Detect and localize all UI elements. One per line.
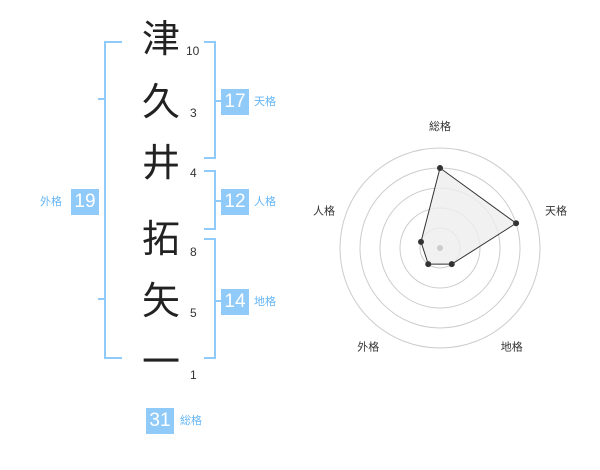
stroke-count-3: 4 (190, 166, 197, 180)
gaikaku-badge: 19 (71, 189, 99, 215)
radar-point-1 (437, 165, 443, 171)
name-character-6: 一 (141, 340, 180, 384)
jinkaku-badge: 12 (221, 189, 249, 215)
name-character-5: 矢 (141, 279, 180, 323)
radar-point-2 (513, 220, 520, 227)
gaikaku-label: 外格 (40, 195, 62, 208)
radar-axis-label-1: 総格 (429, 119, 451, 133)
radar-axis-label-3: 地格 (501, 340, 523, 354)
radar-point-3 (448, 261, 455, 268)
radar-point-5 (417, 238, 424, 245)
soukaku-badge: 31 (146, 408, 174, 434)
radar-axis-label-4: 外格 (357, 340, 379, 354)
stroke-count-4: 8 (190, 245, 197, 259)
name-character-4: 拓 (141, 217, 180, 261)
radar-data-polygon (420, 167, 517, 265)
stroke-count-1: 10 (186, 44, 200, 58)
radar-axis-label-5: 人格 (313, 203, 335, 217)
radar-ring-5 (339, 147, 541, 349)
name-character-2: 久 (141, 80, 180, 124)
jinkaku-label: 人格 (254, 195, 276, 208)
stroke-count-5: 5 (190, 306, 197, 320)
radar-point-4 (425, 261, 432, 268)
tenkaku-badge: 17 (221, 89, 249, 115)
radar-center-dot (437, 245, 443, 251)
chikaku-badge: 14 (221, 289, 249, 315)
name-character-1: 津 (141, 17, 180, 61)
stroke-count-2: 3 (190, 106, 197, 120)
radar-axis-label-2: 天格 (545, 203, 567, 217)
stroke-count-6: 1 (190, 368, 197, 382)
chikaku-label: 地格 (254, 295, 276, 308)
name-character-3: 井 (141, 141, 180, 185)
tenkaku-label: 天格 (254, 95, 276, 108)
soukaku-label: 総格 (180, 414, 202, 427)
